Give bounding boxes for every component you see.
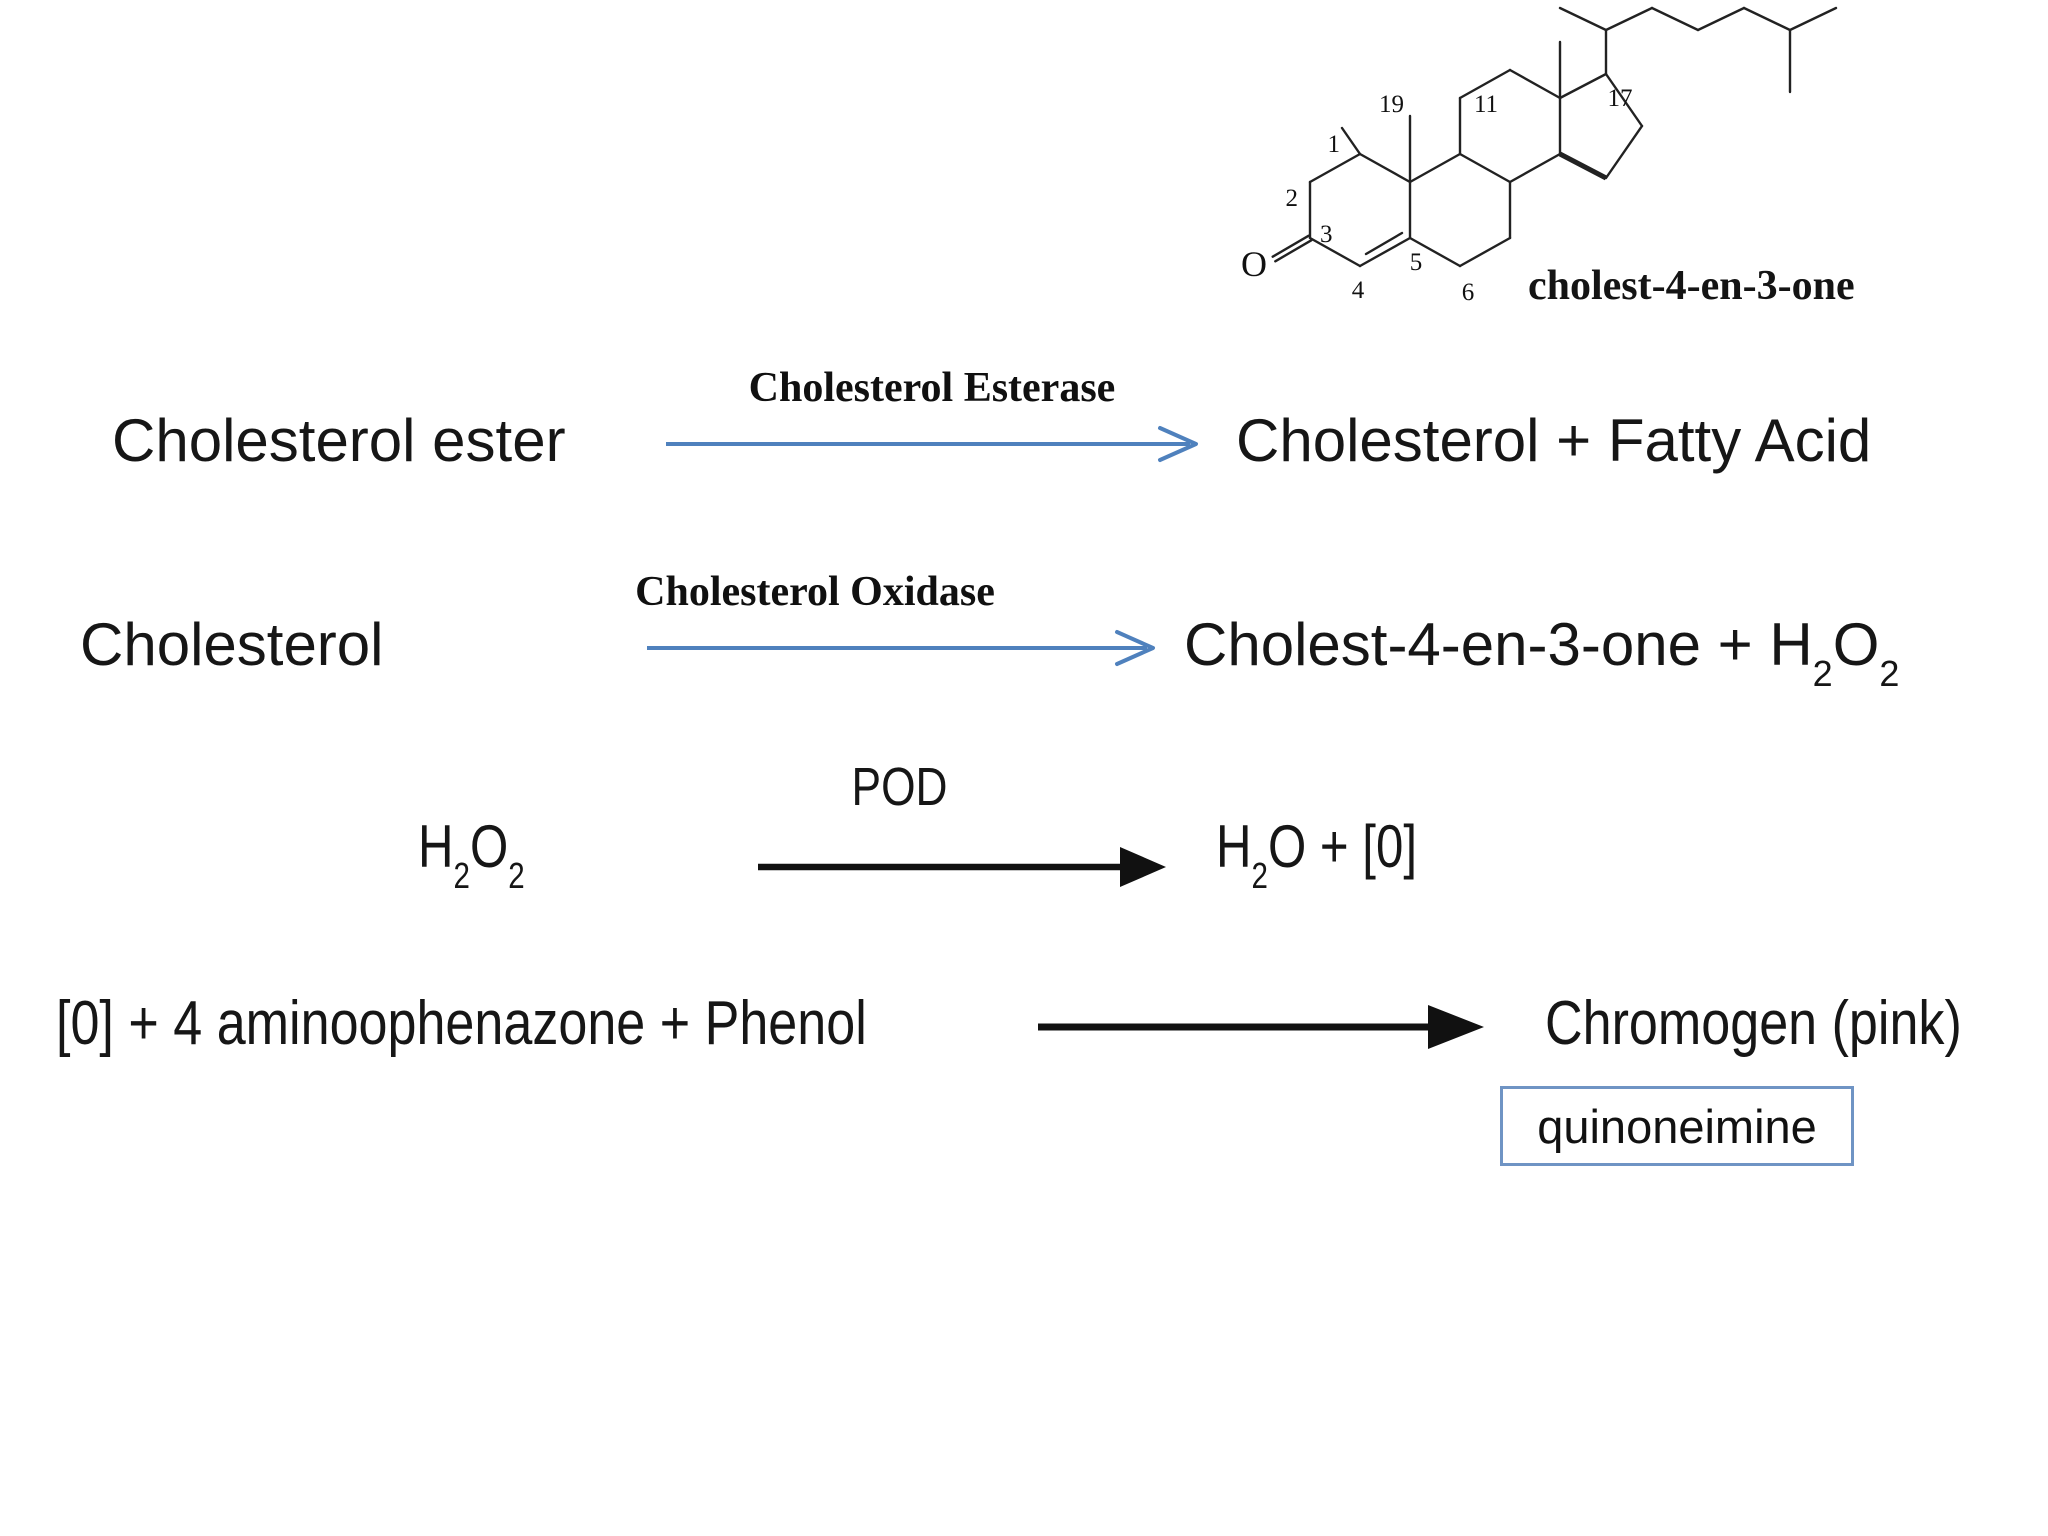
- reaction3-enzyme-label: POD: [820, 756, 980, 818]
- reaction1-enzyme-label: Cholesterol Esterase: [748, 365, 1116, 411]
- cholest-4-en-3-one-structure: O 1 2 3 4 5 6 11 17 19: [1241, 6, 1838, 306]
- quinoneimine-note-text: quinoneimine: [1537, 1099, 1817, 1153]
- quinoneimine-note-box: quinoneimine: [1500, 1086, 1854, 1166]
- ring-number-3: 3: [1320, 221, 1333, 248]
- reaction4-product-text: Chromogen (pink): [1545, 989, 1962, 1058]
- reaction3-arrow: [758, 847, 1166, 887]
- reaction2-product-oxygen: O: [1832, 611, 1880, 678]
- ketone-oxygen-label: O: [1241, 244, 1267, 284]
- reaction3-reactant-oxygen: O: [469, 813, 509, 880]
- reaction1-arrow: [666, 426, 1198, 462]
- reaction1-reactant: Cholesterol ester: [112, 407, 566, 474]
- reaction3-product-subscript: 2: [1251, 854, 1268, 896]
- structure-name-label: cholest-4-en-3-one: [1528, 263, 1855, 309]
- reaction3-reactant-text: H: [418, 813, 454, 880]
- reaction2-arrow: [647, 630, 1155, 666]
- ring-number-19: 19: [1379, 91, 1404, 118]
- reaction2-product: Cholest-4-en-3-one + H2O2: [1184, 610, 1899, 691]
- reaction3-product-text: H: [1216, 813, 1252, 880]
- reaction3-enzyme-text: POD: [852, 757, 948, 817]
- reaction4-reactants: [0] + 4 aminoophenazone + Phenol: [56, 988, 1021, 1059]
- reaction3-product-rest: O + [0]: [1267, 813, 1418, 880]
- reaction2-enzyme-label: Cholesterol Oxidase: [635, 569, 995, 615]
- ring-number-6: 6: [1462, 279, 1475, 306]
- reaction3-reactant-subscript2: 2: [508, 854, 525, 896]
- reaction2-product-subscript2: 2: [1879, 652, 1900, 694]
- reaction3-reactant-subscript: 2: [453, 854, 470, 896]
- reaction3-reactant: H2O2: [418, 812, 548, 893]
- reaction4-reactants-text: [0] + 4 aminoophenazone + Phenol: [56, 989, 867, 1058]
- reaction1-product: Cholesterol + Fatty Acid: [1236, 407, 1872, 474]
- ring-number-5: 5: [1410, 249, 1423, 276]
- reaction2-product-subscript: 2: [1812, 652, 1833, 694]
- reaction4-arrow: [1038, 1005, 1484, 1049]
- reaction4-product: Chromogen (pink): [1545, 988, 2041, 1059]
- ring-number-2: 2: [1286, 185, 1299, 212]
- ring-number-11: 11: [1474, 91, 1498, 118]
- reaction3-product: H2O + [0]: [1216, 812, 1461, 893]
- ring-number-17: 17: [1608, 85, 1633, 112]
- ring-number-4: 4: [1352, 277, 1365, 304]
- reaction2-reactant: Cholesterol: [80, 611, 384, 678]
- ring-number-1: 1: [1328, 131, 1341, 158]
- reaction2-product-text: Cholest-4-en-3-one + H: [1184, 611, 1813, 678]
